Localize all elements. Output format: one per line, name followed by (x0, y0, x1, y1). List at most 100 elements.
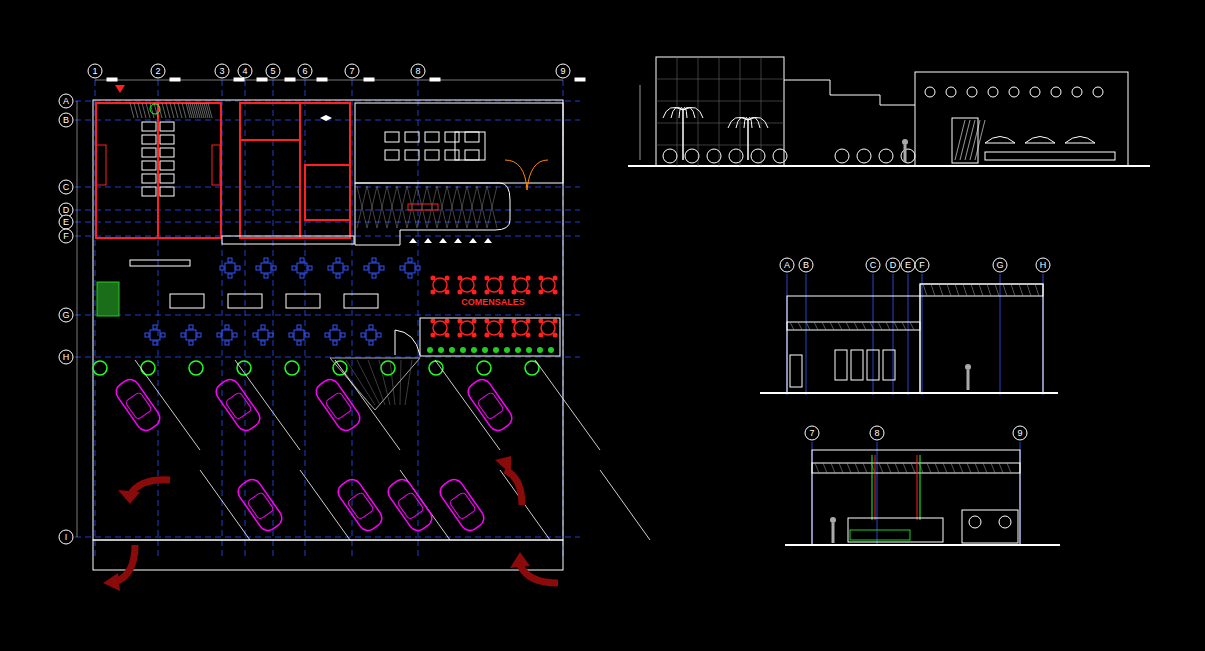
grid-line (273, 80, 274, 560)
office-walls (305, 165, 350, 220)
bar-stool (409, 238, 417, 243)
chair-symbol (499, 275, 504, 280)
table-symbol (405, 263, 415, 273)
truss-web (831, 463, 835, 473)
hatch-line (955, 120, 965, 160)
hatch-line (377, 186, 387, 228)
chair-symbol (145, 333, 149, 337)
hatch-line (170, 103, 174, 118)
truss-web (987, 284, 991, 296)
truss-web (999, 463, 1003, 473)
grid-label: E (901, 259, 915, 271)
planter-box (97, 282, 119, 316)
dimension-tick (317, 78, 327, 81)
grid-line (305, 80, 306, 560)
chair-symbol (372, 258, 376, 262)
chair-symbol (457, 318, 462, 323)
grid-label: H (1036, 259, 1050, 271)
grid-label: C (59, 181, 73, 193)
stove-symbol (465, 132, 479, 142)
service-walls (240, 103, 350, 238)
umbrella-symbol (1025, 137, 1055, 144)
human-figure (904, 145, 907, 162)
plant-symbol (537, 347, 543, 353)
grid-bubble (59, 180, 73, 194)
car-body (235, 476, 286, 534)
toilet-walls (96, 103, 221, 238)
counter-symbol (455, 132, 485, 160)
plant-symbol (504, 347, 510, 353)
hatch-line (138, 103, 142, 118)
grid-bubble (556, 64, 570, 78)
palm-leaf (663, 107, 683, 118)
truss-web (927, 463, 931, 473)
chair-symbol (377, 333, 381, 337)
table-symbol (487, 278, 501, 292)
chair-symbol (457, 333, 462, 338)
dimension-tick (285, 78, 295, 81)
car-roof (477, 392, 504, 420)
chair-symbol (369, 341, 373, 345)
terrace-outline (420, 318, 560, 356)
chair-symbol (445, 333, 450, 338)
hatch-line (134, 103, 138, 118)
chair-symbol (336, 274, 340, 278)
chair-symbol (538, 275, 543, 280)
round-window (1072, 87, 1082, 97)
chair-symbol (499, 290, 504, 295)
grid-bubble (993, 258, 1007, 272)
truss-web (847, 463, 851, 473)
plant-symbol (189, 361, 203, 375)
toilet-fixture (160, 135, 174, 144)
hatch-line (182, 103, 186, 118)
truss-web (862, 322, 866, 330)
parking-stripe (535, 360, 600, 450)
chair-symbol (511, 290, 516, 295)
dimension-tick (107, 78, 117, 81)
table-symbol (487, 321, 501, 335)
chair-symbol (430, 333, 435, 338)
fridge-doors (962, 510, 1018, 543)
grid-label: H (59, 351, 73, 363)
chair-symbol (408, 274, 412, 278)
palm-leaf (679, 107, 683, 118)
chair-symbol (526, 333, 531, 338)
palm-leaf (748, 117, 768, 128)
truss-web (975, 463, 979, 473)
truss-web (830, 322, 834, 330)
chair-symbol (484, 318, 489, 323)
parking-stripe (600, 470, 650, 540)
grid-bubble (59, 350, 73, 364)
toilet-fixture (142, 135, 156, 144)
hatch-line (417, 186, 427, 228)
chair-symbol (553, 318, 558, 323)
table-symbol (514, 278, 528, 292)
chair-symbol (264, 274, 268, 278)
chair-symbol (445, 290, 450, 295)
grid-bubble (298, 64, 312, 78)
grid-line (873, 274, 874, 395)
table-symbol (541, 321, 555, 335)
grid-line (75, 315, 580, 316)
chair-symbol (538, 318, 543, 323)
chair-symbol (484, 290, 489, 295)
truss-web (846, 322, 850, 330)
grid-label: F (915, 259, 929, 271)
chair-symbol (430, 290, 435, 295)
hood-duct (920, 455, 921, 520)
palm-leaf (744, 117, 748, 128)
sidewalk-outline (93, 540, 563, 570)
car-roof (449, 492, 476, 520)
chair-symbol (264, 258, 268, 262)
truss-web (838, 322, 842, 330)
plant-symbol (526, 347, 532, 353)
chair-symbol (261, 341, 265, 345)
plant-symbol (427, 347, 433, 353)
bar-stool (454, 238, 462, 243)
truss (920, 284, 1043, 296)
plant-symbol (285, 361, 299, 375)
mullion (656, 123, 784, 124)
car-roof (397, 492, 424, 520)
chair-symbol (499, 318, 504, 323)
section-outline (812, 450, 1020, 545)
